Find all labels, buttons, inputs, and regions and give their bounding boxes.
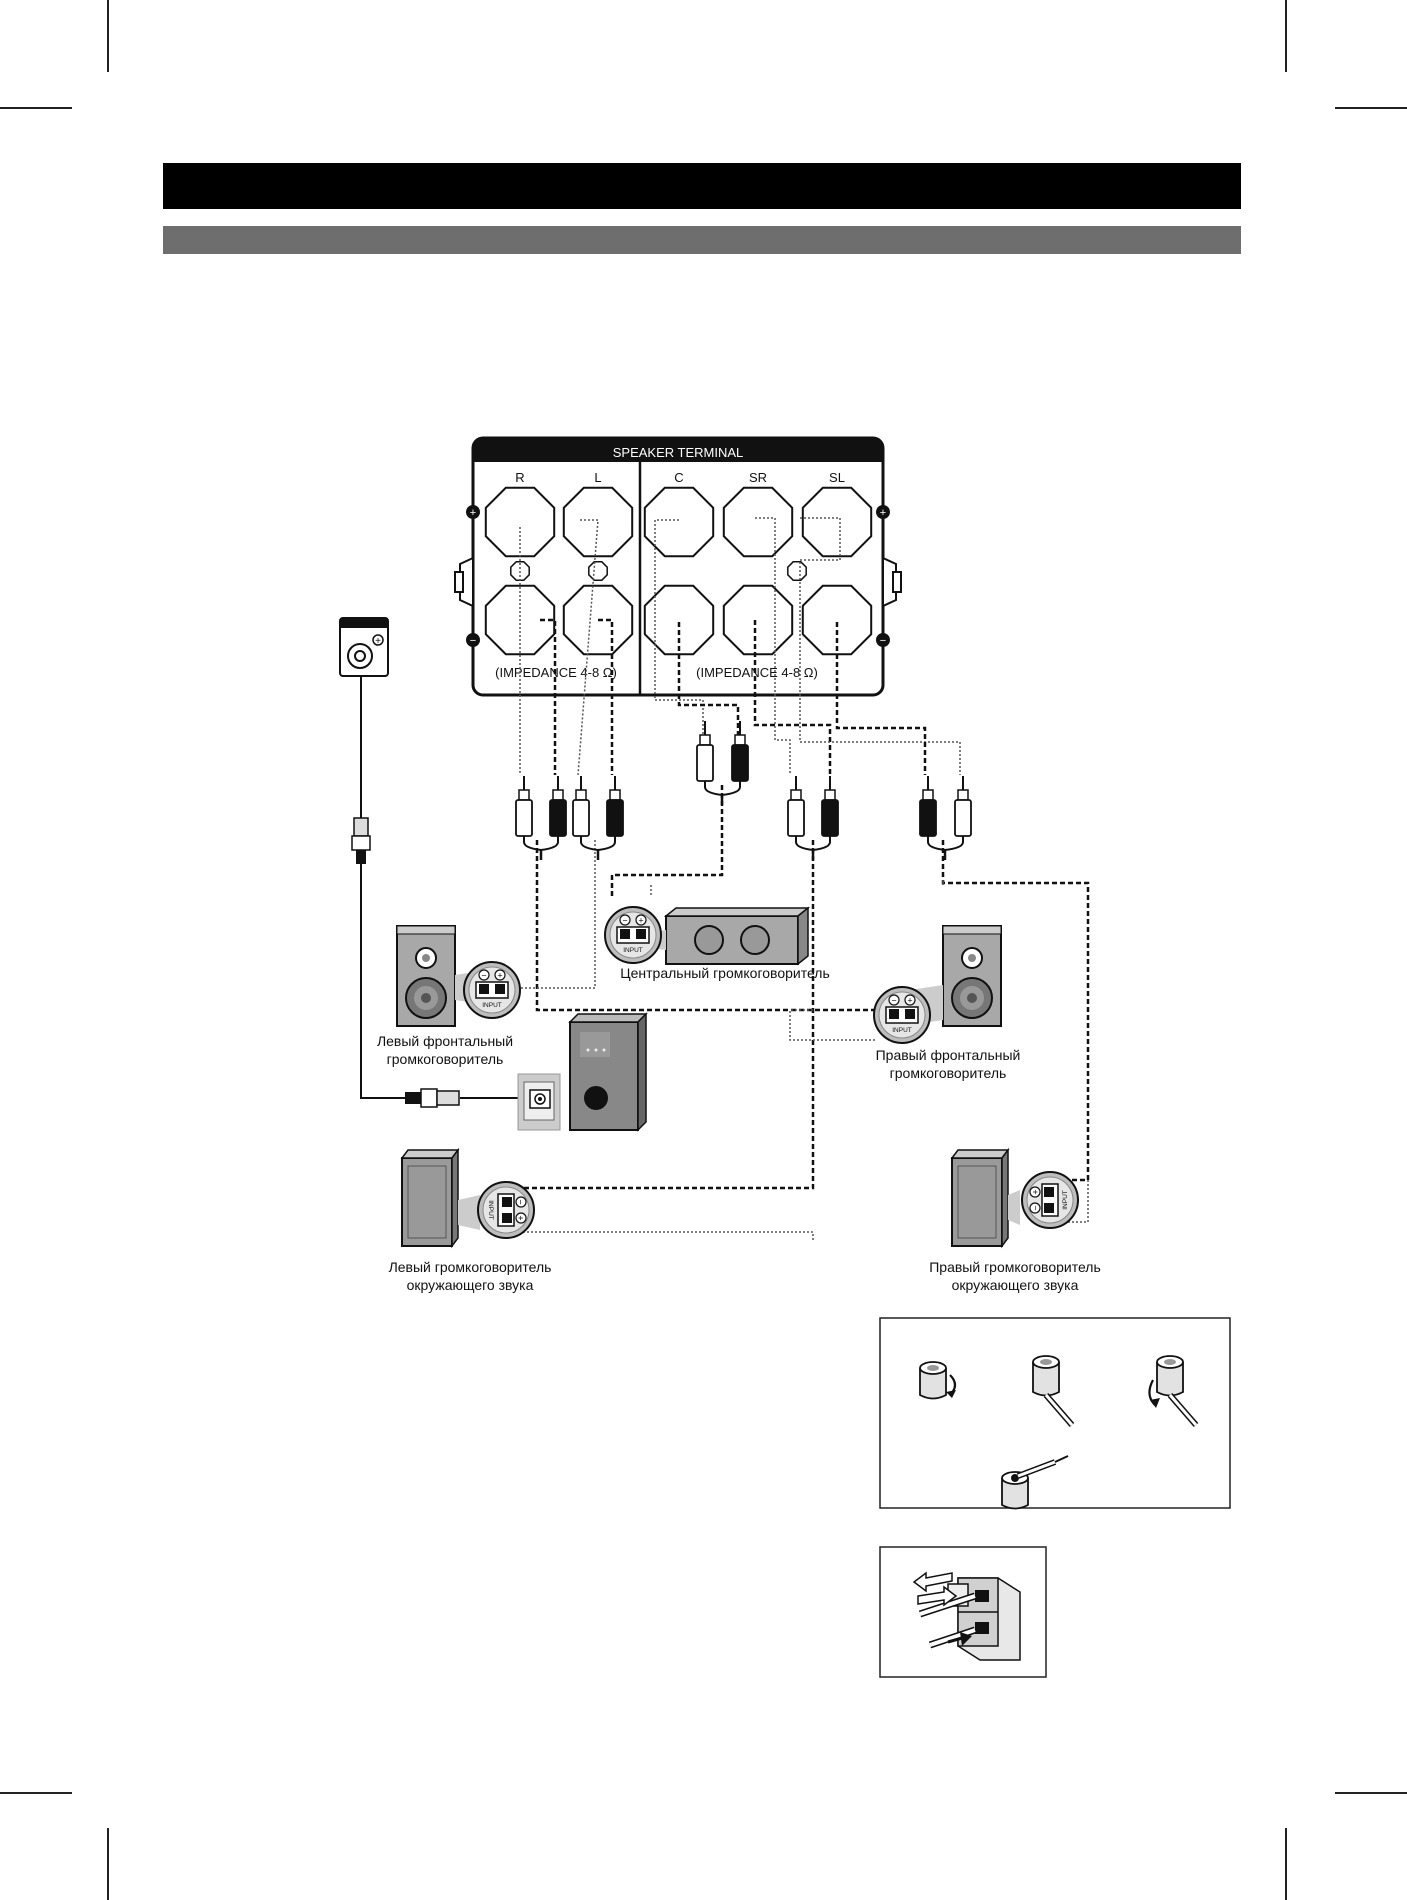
binding-post-inset xyxy=(879,1317,1231,1510)
minus-symbol: − xyxy=(1031,1205,1041,1210)
front-left-label-line2: громкоговоритель xyxy=(387,1051,504,1067)
rca-plug xyxy=(549,776,567,837)
crop-mark xyxy=(1335,107,1407,109)
terminal-socket xyxy=(484,486,556,558)
crop-mark xyxy=(0,1792,72,1794)
minus-symbol: − xyxy=(481,971,486,981)
speaker-input-terminal: − + INPUT xyxy=(873,986,931,1044)
plug-pair-joint xyxy=(523,836,559,860)
rca-plug xyxy=(606,776,624,837)
plug-pair-joint xyxy=(927,836,964,860)
center-speaker-label: Центральный громкоговоритель xyxy=(620,965,830,981)
channel-label-sl: SL xyxy=(829,470,845,485)
crop-mark xyxy=(1335,1792,1407,1794)
input-label: INPUT xyxy=(482,1002,502,1009)
front-right-label-line1: Правый фронтальный xyxy=(876,1047,1021,1063)
plus-symbol: + xyxy=(516,1215,526,1220)
surround-right-speaker xyxy=(950,1147,1020,1249)
terminal-socket xyxy=(722,486,794,558)
terminal-title: SPEAKER TERMINAL xyxy=(613,445,744,460)
terminal-small-socket xyxy=(588,561,608,581)
speaker-input-terminal: − + INPUT xyxy=(463,961,521,1019)
plug-pair-joint xyxy=(704,781,741,805)
front-left-label-line1: Левый фронтальный xyxy=(377,1033,513,1049)
plug-pair-joint xyxy=(795,836,831,860)
minus-symbol: − xyxy=(470,635,476,647)
mount-tab-left xyxy=(454,505,480,647)
terminal-socket xyxy=(643,486,715,558)
plug-pair-joint xyxy=(580,836,616,860)
rca-plug xyxy=(731,721,749,782)
rca-plug xyxy=(919,776,937,837)
plus-symbol: + xyxy=(638,916,643,926)
speaker-wires xyxy=(360,517,1090,1240)
channel-label-sr: SR xyxy=(749,470,767,485)
minus-symbol: − xyxy=(891,996,896,1006)
impedance-label-right: (IMPEDANCE 4-8 Ω) xyxy=(696,665,818,680)
minus-symbol: − xyxy=(880,635,886,647)
crop-mark xyxy=(1285,1828,1287,1900)
channel-label-l: L xyxy=(594,470,601,485)
crop-mark xyxy=(107,1828,109,1900)
terminal-socket xyxy=(801,486,873,558)
binding-post-step1-icon xyxy=(919,1361,957,1400)
front-right-label-line2: громкоговоритель xyxy=(890,1065,1007,1081)
speaker-input-terminal: − + INPUT xyxy=(477,1181,535,1239)
speaker-input-terminals: − + INPUT − + INPUT − + INPUT − + INPUT − + INPUT xyxy=(463,906,1079,1239)
input-label: INPUT xyxy=(1062,1190,1069,1210)
rca-plug xyxy=(954,776,972,837)
surround-right-label-line2: окружающего звука xyxy=(952,1277,1079,1293)
plus-symbol: + xyxy=(497,971,502,981)
minus-symbol: − xyxy=(622,916,627,926)
subsection-header-bar xyxy=(163,226,1241,254)
surround-right-label-line1: Правый громкоговоритель xyxy=(929,1259,1101,1275)
subwoofer-output-jack: + xyxy=(339,617,389,677)
terminal-socket xyxy=(562,486,634,558)
terminal-socket xyxy=(722,584,794,656)
binding-post-step2-icon xyxy=(1032,1355,1075,1427)
crop-mark xyxy=(107,0,109,72)
coax-plug-bottom xyxy=(405,1088,460,1108)
minus-symbol: − xyxy=(516,1199,526,1204)
plus-symbol: + xyxy=(1031,1189,1041,1194)
input-label: INPUT xyxy=(892,1027,912,1034)
channel-label-r: R xyxy=(515,470,524,485)
rca-plugs xyxy=(515,721,972,860)
coax-plug-top xyxy=(351,817,371,864)
speaker-input-terminal: − + INPUT xyxy=(1021,1171,1079,1229)
plus-symbol: + xyxy=(375,636,381,647)
binding-post-step4-icon xyxy=(1001,1455,1069,1510)
terminal-socket xyxy=(643,584,715,656)
binding-post-step3-icon xyxy=(1148,1355,1199,1427)
crop-mark xyxy=(0,107,72,109)
rca-plug xyxy=(821,776,839,837)
channel-label-c: C xyxy=(674,470,683,485)
rca-plug xyxy=(572,776,590,837)
crop-mark xyxy=(1285,0,1287,72)
plus-symbol: + xyxy=(470,507,476,519)
terminal-socket xyxy=(801,584,873,656)
input-label: INPUT xyxy=(623,947,643,954)
surround-left-speaker xyxy=(400,1147,480,1249)
plus-symbol: + xyxy=(880,507,886,519)
speaker-input-terminal: − + INPUT xyxy=(604,906,662,964)
surround-left-label-line1: Левый громкоговоритель xyxy=(389,1259,552,1275)
section-header-bar xyxy=(163,163,1241,209)
input-label: INPUT xyxy=(487,1200,494,1220)
center-speaker xyxy=(650,906,811,966)
spring-clip-inset xyxy=(879,1546,1047,1678)
surround-left-label-line2: окружающего звука xyxy=(407,1277,534,1293)
rca-plug xyxy=(515,776,533,837)
subwoofer xyxy=(517,1012,648,1132)
rca-plug xyxy=(787,776,805,837)
mount-tab-right xyxy=(876,505,902,647)
rca-plug xyxy=(696,721,714,782)
terminal-small-socket xyxy=(787,561,807,581)
plus-symbol: + xyxy=(907,996,912,1006)
